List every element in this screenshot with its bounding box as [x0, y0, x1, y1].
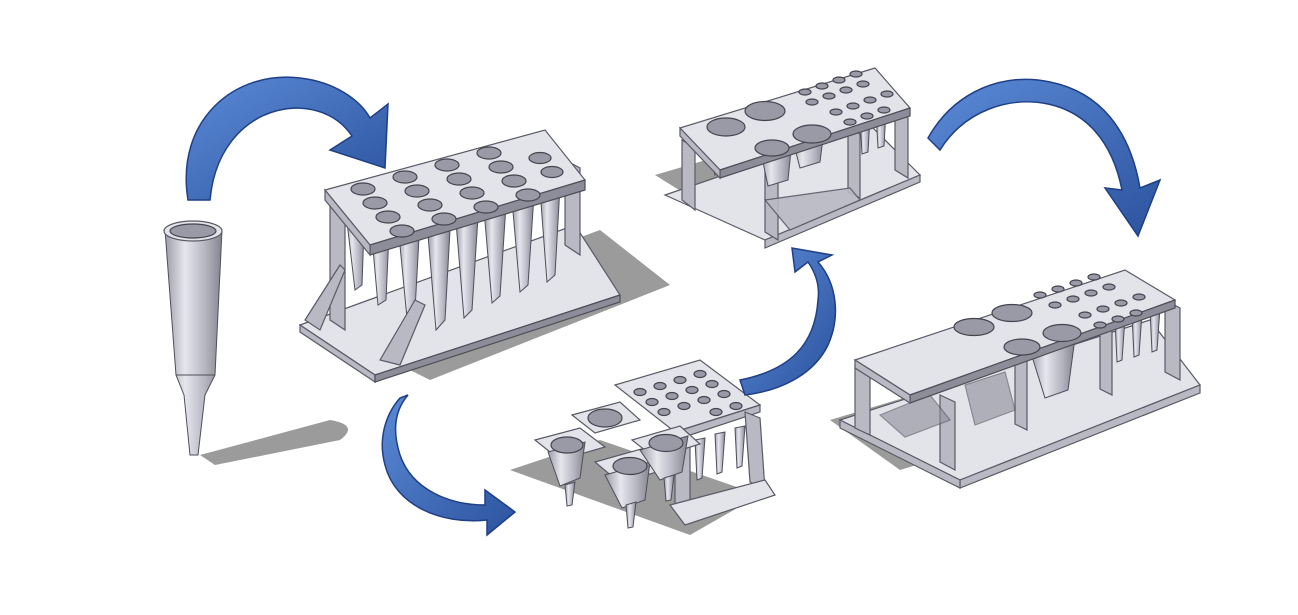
flow-arrows	[185, 76, 1162, 537]
single-tube	[163, 220, 348, 465]
curved-arrow-icon	[739, 247, 837, 396]
cup-module-1	[533, 427, 607, 507]
tube-rack-16	[298, 129, 670, 384]
combined-rack-large	[830, 269, 1201, 489]
combined-rack-small	[655, 67, 922, 249]
cup-module-4	[630, 425, 702, 502]
curved-arrow-icon	[381, 394, 517, 537]
modular-rack-parts	[510, 359, 776, 535]
module-small-holes	[633, 369, 743, 417]
cup-module-2	[570, 401, 642, 434]
small-rack-holes	[798, 70, 894, 126]
large-rack-holes	[1033, 273, 1146, 329]
curved-arrow-icon	[185, 76, 389, 201]
curved-arrow-icon	[927, 78, 1162, 238]
rack-holes	[350, 146, 564, 238]
